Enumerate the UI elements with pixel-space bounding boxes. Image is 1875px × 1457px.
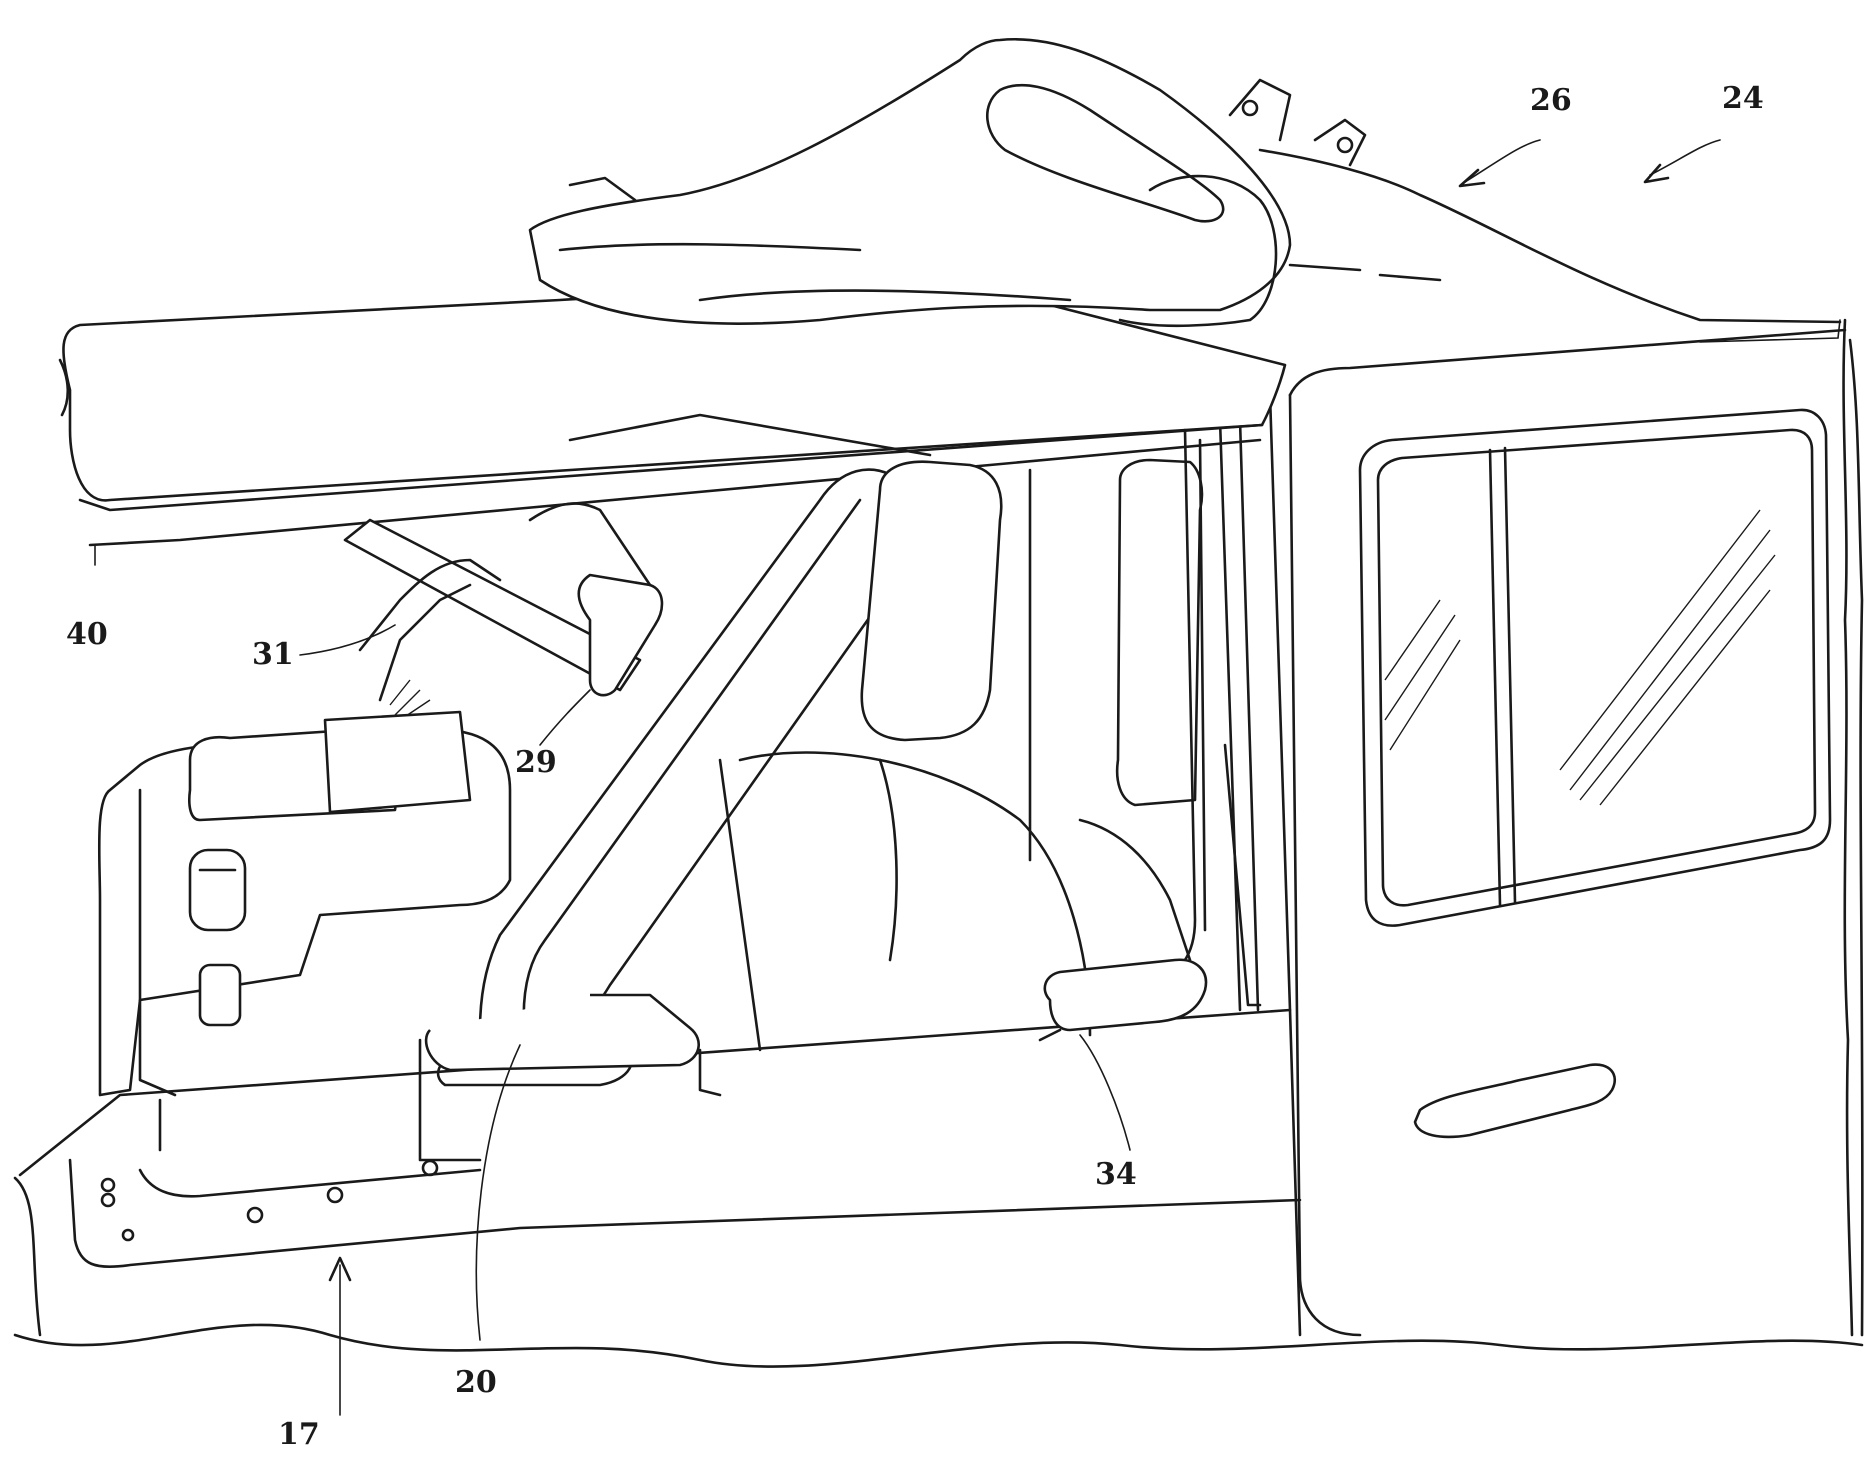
- reference-label-29: 29: [515, 748, 557, 778]
- reference-label-17: 17: [278, 1420, 320, 1450]
- door-handle: [1415, 1065, 1615, 1137]
- reference-label-40: 40: [66, 620, 108, 650]
- reference-label-24: 24: [1722, 84, 1764, 114]
- reference-label-34: 34: [1095, 1160, 1137, 1190]
- reference-label-26: 26: [1530, 86, 1572, 116]
- reference-label-31: 31: [252, 640, 294, 670]
- reference-label-20: 20: [455, 1368, 497, 1398]
- break-line: [15, 1325, 1862, 1367]
